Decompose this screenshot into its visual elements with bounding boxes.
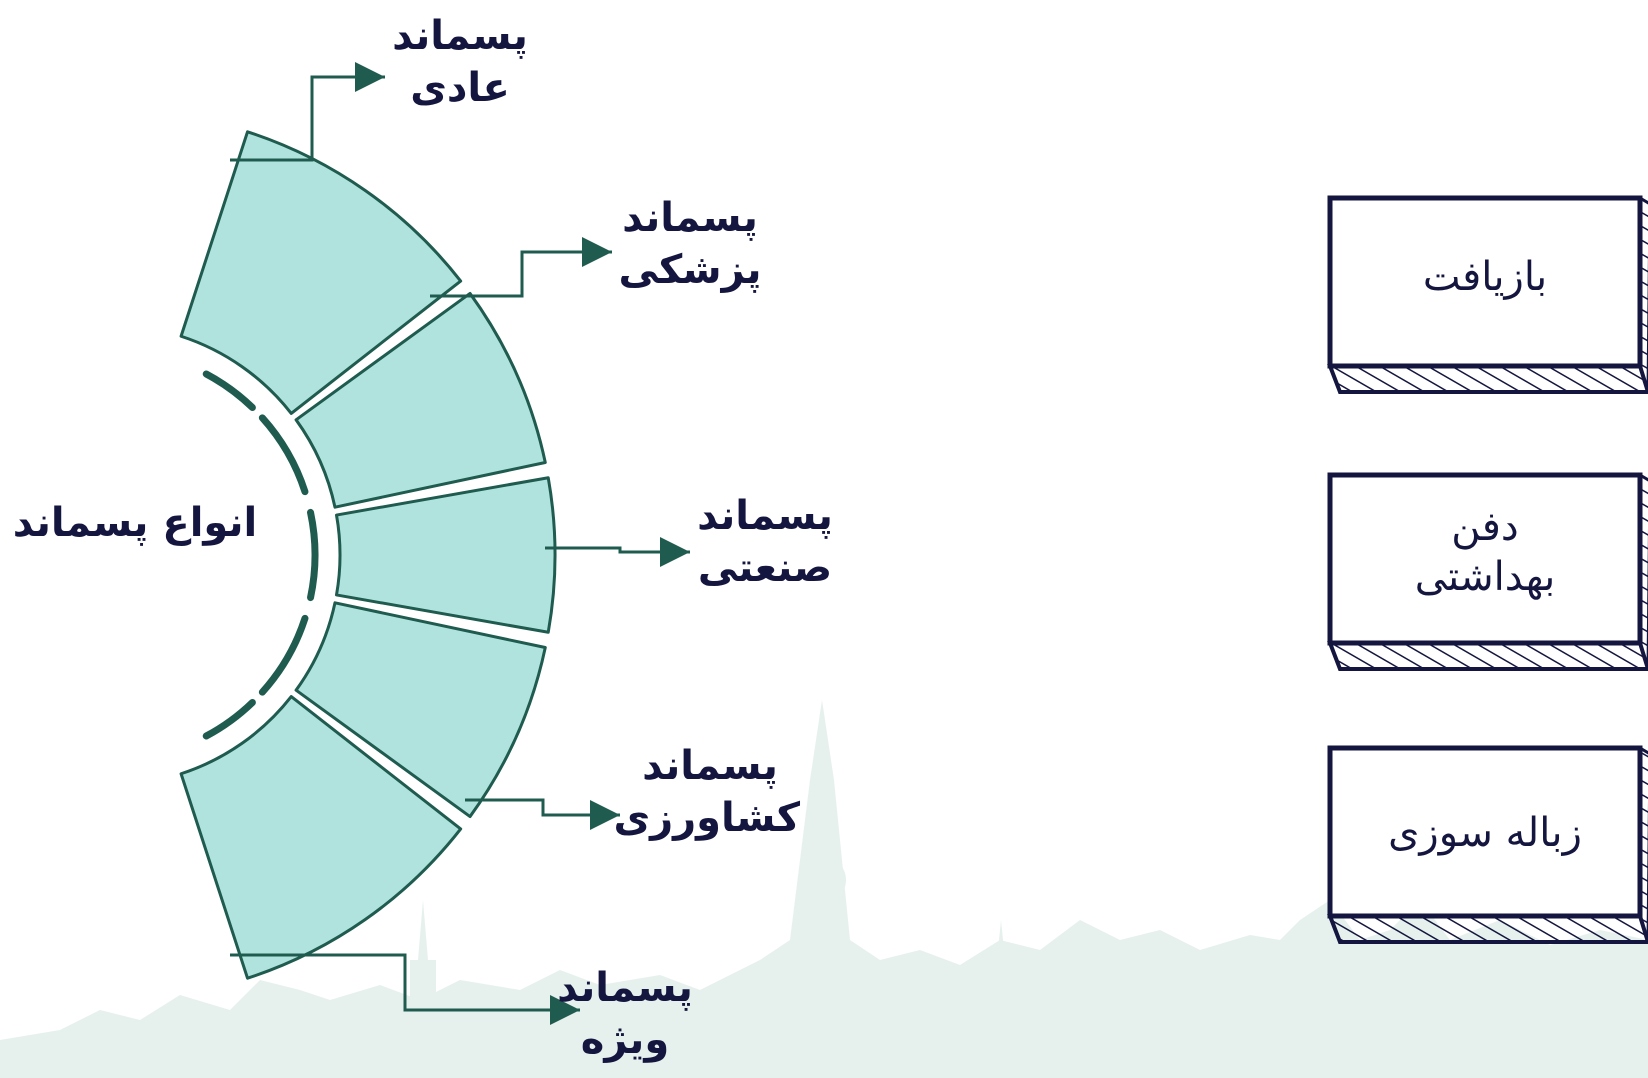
skyline-background <box>0 700 1648 1078</box>
segment-special <box>179 695 463 980</box>
center-title: انواع پسماند <box>12 500 258 546</box>
box-shadow-bottom <box>1327 914 1648 944</box>
segments-group <box>179 130 557 980</box>
method-box-recycling <box>1327 195 1648 394</box>
inner-arc-3 <box>307 508 319 602</box>
category-label-special: پسماند ویژه <box>557 965 693 1063</box>
box-face <box>1327 195 1643 369</box>
connector-arrow-medical <box>430 237 612 298</box>
connector-arrow-agricultural <box>465 798 620 830</box>
category-label-agricultural: پسماند کشاورزی <box>613 743 800 841</box>
segment-industrial <box>335 476 557 634</box>
inner-arcs-group <box>202 370 319 740</box>
segment-agricultural <box>294 601 547 819</box>
box-shadow-bottom <box>1327 641 1648 671</box>
category-label-medical: پسماند پزشکی <box>618 195 762 293</box>
category-label-industrial: پسماند صنعتی <box>697 493 833 591</box>
inner-arc-4 <box>258 614 309 696</box>
inner-arc-1 <box>202 370 256 412</box>
inner-arc-2 <box>258 414 309 496</box>
connectors-group <box>230 62 690 1025</box>
method-label-sanitary-landfill: دفن بهداشتی <box>1414 504 1556 600</box>
box-shadow-bottom <box>1327 364 1648 394</box>
category-label-normal: پسماند عادی <box>392 13 528 111</box>
connector-arrow-special <box>230 953 580 1025</box>
method-label-recycling: بازیافت <box>1422 254 1548 300</box>
connector-arrow-industrial <box>545 537 690 567</box>
box-face <box>1327 745 1643 919</box>
method-box-incineration <box>1327 745 1648 944</box>
segment-normal <box>179 130 463 415</box>
method-boxes-group <box>1327 195 1648 944</box>
method-label-incineration: زباله سوزی <box>1388 810 1582 856</box>
connector-arrow-normal <box>230 62 385 162</box>
inner-arc-5 <box>202 698 256 740</box>
method-box-sanitary-landfill <box>1327 472 1648 671</box>
segment-medical <box>294 291 547 509</box>
box-face <box>1327 472 1643 646</box>
